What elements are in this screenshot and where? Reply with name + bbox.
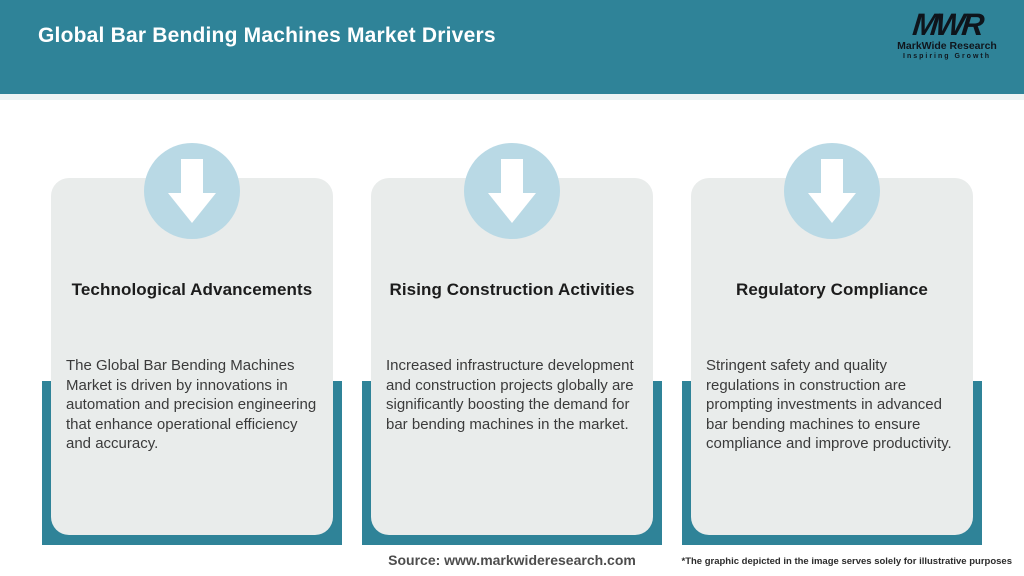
- card-description: The Global Bar Bending Machines Market i…: [66, 357, 317, 452]
- down-arrow-icon: [464, 143, 560, 239]
- card-title: Regulatory Compliance: [736, 280, 928, 299]
- driver-card-body: Regulatory Compliance Stringent safety a…: [691, 178, 973, 535]
- card-description: Stringent safety and quality regulations…: [706, 357, 952, 452]
- down-arrow-icon: [784, 143, 880, 239]
- logo-tagline: Inspiring Growth: [903, 53, 991, 60]
- driver-card-regulatory-compliance: Regulatory Compliance Stringent safety a…: [682, 143, 982, 545]
- markwide-research-logo: MWR MarkWide Research Inspiring Growth: [892, 7, 1002, 61]
- driver-card-body: Technological Advancements The Global Ba…: [51, 178, 333, 535]
- down-arrow-icon: [144, 143, 240, 239]
- drivers-row: Technological Advancements The Global Ba…: [42, 143, 982, 545]
- source-text: Source: www.markwideresearch.com: [388, 552, 636, 568]
- card-title: Technological Advancements: [71, 280, 313, 299]
- page-title: Global Bar Bending Machines Market Drive…: [38, 24, 496, 47]
- logo-company-name: MarkWide Research: [897, 40, 997, 52]
- driver-card-rising-construction-activities: Rising Construction Activities Increased…: [362, 143, 662, 545]
- driver-card-technological-advancements: Technological Advancements The Global Ba…: [42, 143, 342, 545]
- disclaimer-text: *The graphic depicted in the image serve…: [681, 556, 1013, 567]
- mwr-monogram-icon: MWR: [910, 7, 984, 42]
- card-description: Increased infrastructure development and…: [386, 357, 634, 433]
- card-title: Rising Construction Activities: [389, 280, 635, 299]
- header-bar: Global Bar Bending Machines Market Drive…: [0, 0, 1024, 100]
